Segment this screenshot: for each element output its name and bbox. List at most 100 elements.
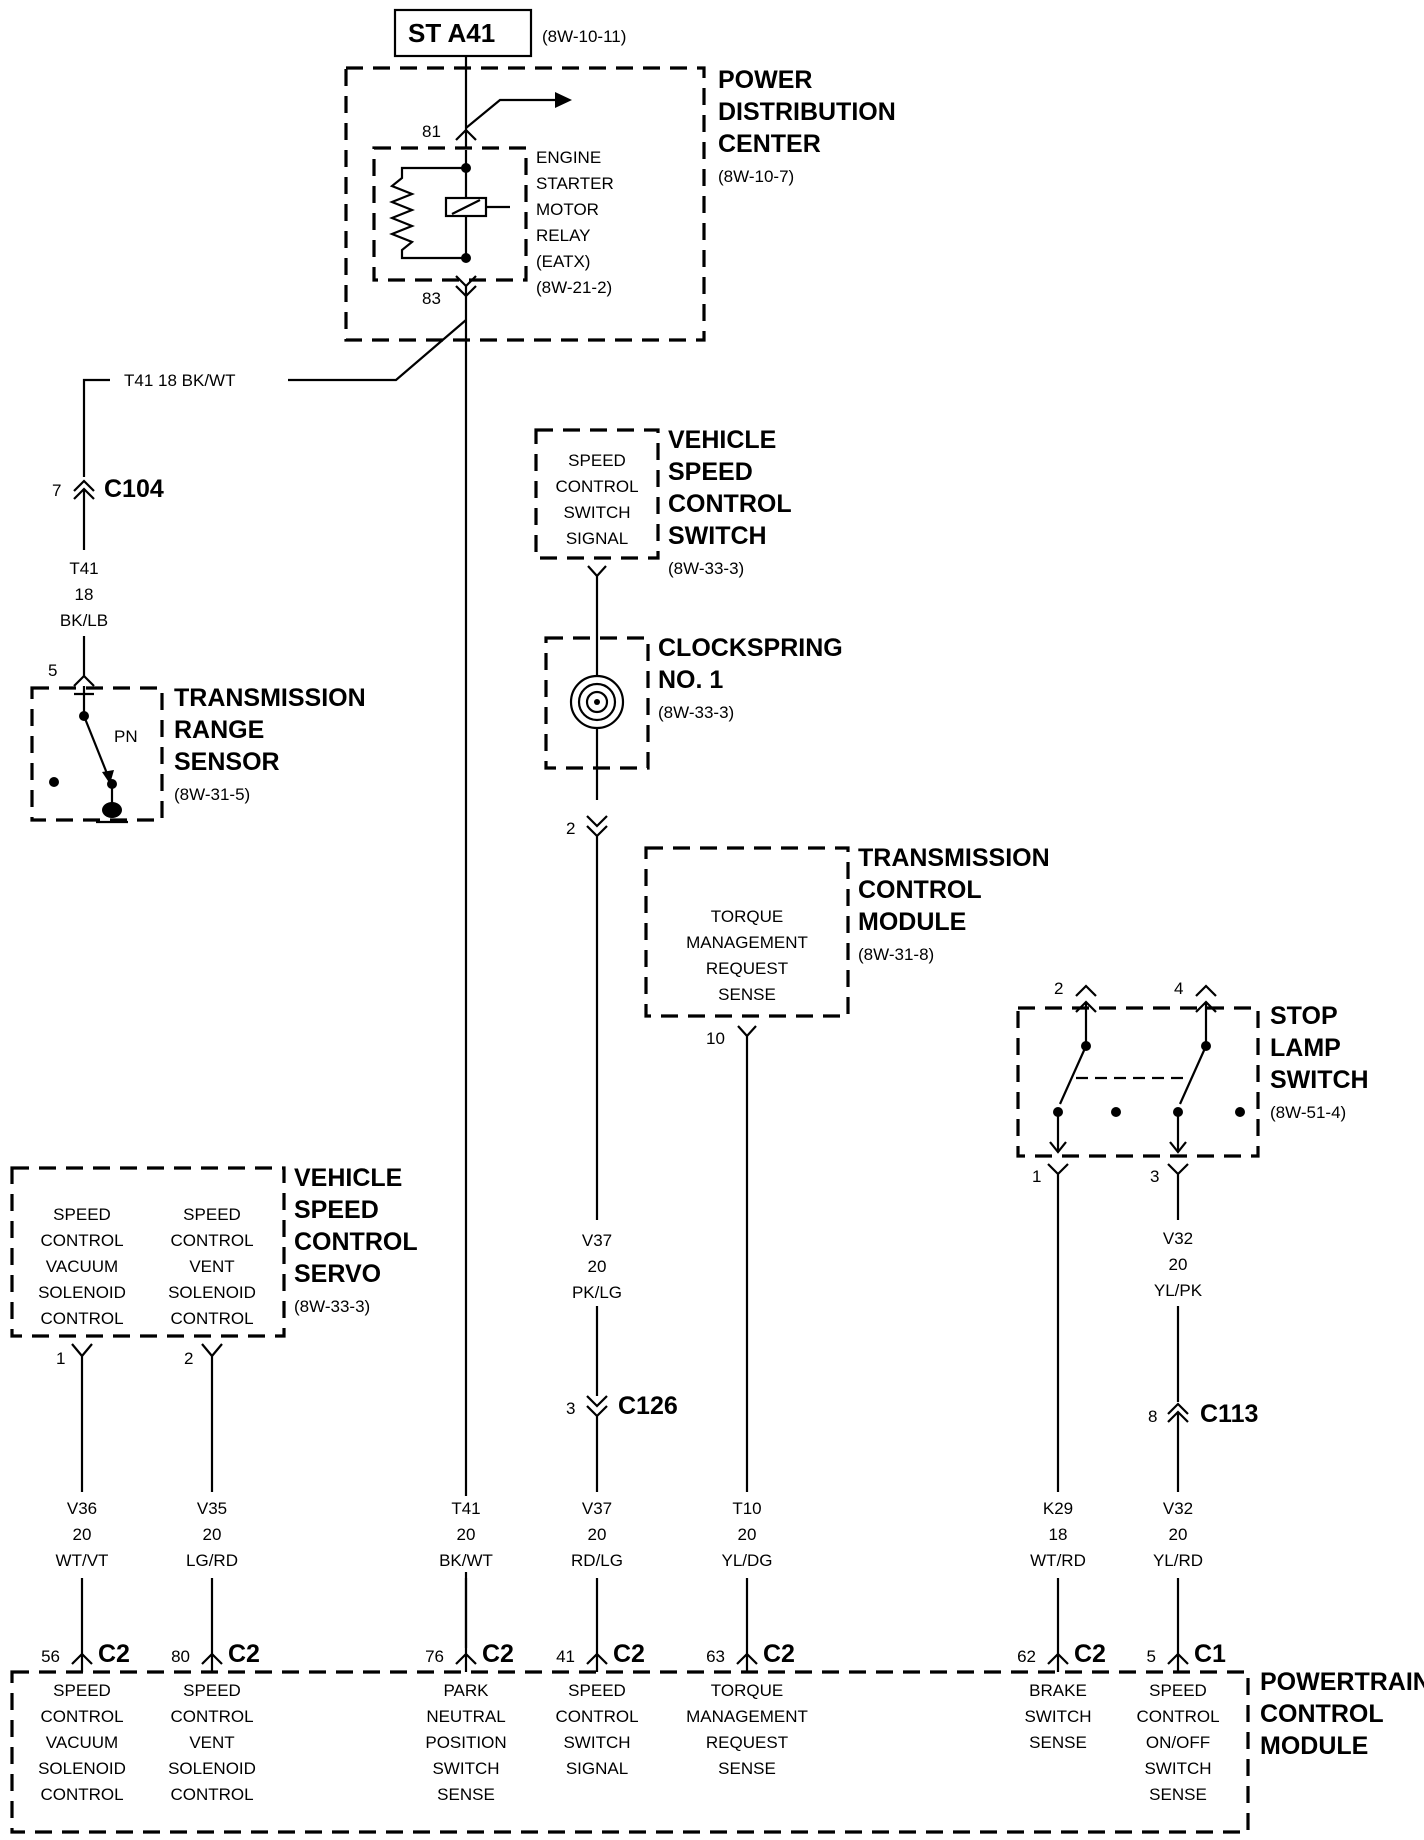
pdc-pin-83: 83 bbox=[422, 289, 441, 308]
svg-text:TRANSMISSION: TRANSMISSION bbox=[174, 684, 366, 712]
trs-switch-icon bbox=[49, 711, 128, 824]
stop-lamp-pin-3-connector-icon bbox=[1167, 1163, 1189, 1220]
pcm-pin-connector-icon bbox=[455, 1578, 477, 1672]
svg-text:YL/PK: YL/PK bbox=[1154, 1281, 1203, 1300]
pcm-connector-name: C2 bbox=[1074, 1640, 1106, 1668]
pcm-pin-connector-icon bbox=[201, 1578, 223, 1672]
svg-text:YL/DG: YL/DG bbox=[721, 1551, 772, 1570]
tcm-content: TORQUE MANAGEMENT REQUEST SENSE bbox=[686, 907, 808, 1004]
svg-text:WT/RD: WT/RD bbox=[1030, 1551, 1086, 1570]
pcm-pin-label-line: PARK bbox=[443, 1681, 489, 1700]
lower-wire-v32: V32 20 YL/RD bbox=[1153, 1499, 1203, 1570]
svg-text:(8W-31-8): (8W-31-8) bbox=[858, 945, 934, 964]
svg-text:CLOCKSPRING: CLOCKSPRING bbox=[658, 634, 843, 662]
svg-text:(8W-33-3): (8W-33-3) bbox=[658, 703, 734, 722]
pcm-pin-connector-icon bbox=[1167, 1578, 1189, 1672]
pcm-pin-label-line: SWITCH bbox=[432, 1759, 499, 1778]
stop-lamp-title: STOP LAMP SWITCH (8W-51-4) bbox=[1270, 1002, 1369, 1122]
vscs-title: VEHICLE SPEED CONTROL SWITCH (8W-33-3) bbox=[668, 426, 792, 578]
svg-text:BK/WT: BK/WT bbox=[439, 1551, 493, 1570]
pcm-connector-name: C1 bbox=[1194, 1640, 1226, 1668]
svg-text:V37: V37 bbox=[582, 1231, 612, 1250]
svg-text:SOLENOID: SOLENOID bbox=[168, 1283, 256, 1302]
pcm-pin-label-line: VACUUM bbox=[46, 1733, 118, 1752]
servo-pin-2-connector-icon bbox=[201, 1343, 223, 1492]
svg-text:K29: K29 bbox=[1043, 1499, 1073, 1518]
pcm-pin-label-line: SENSE bbox=[437, 1785, 495, 1804]
pcm-pin-label-line: NEUTRAL bbox=[426, 1707, 505, 1726]
st-a41-label: ST A41 bbox=[408, 18, 495, 48]
pcm-pin-label-line: SOLENOID bbox=[38, 1759, 126, 1778]
pcm-pin-label-line: SENSE bbox=[718, 1759, 776, 1778]
pcm-pin-number: 41 bbox=[556, 1647, 575, 1666]
pcm-connector-name: C2 bbox=[98, 1640, 130, 1668]
svg-text:18: 18 bbox=[1049, 1525, 1068, 1544]
servo-pin-1-connector-icon bbox=[71, 1343, 93, 1492]
trs-pin: 5 bbox=[48, 661, 57, 680]
tcm-pin: 10 bbox=[706, 1029, 725, 1048]
svg-text:SOLENOID: SOLENOID bbox=[38, 1283, 126, 1302]
servo-boundary bbox=[10, 1166, 286, 1338]
c126-name: C126 bbox=[618, 1392, 678, 1420]
wire-t41-mid-label: T41 18 BK/LB bbox=[60, 559, 108, 630]
svg-text:20: 20 bbox=[203, 1525, 222, 1544]
svg-text:SENSE: SENSE bbox=[718, 985, 776, 1004]
svg-text:SPEED: SPEED bbox=[294, 1196, 379, 1224]
svg-text:V37: V37 bbox=[582, 1499, 612, 1518]
pcm-pin-label-line: ON/OFF bbox=[1146, 1733, 1210, 1752]
svg-text:CONTROL: CONTROL bbox=[294, 1228, 418, 1256]
relay-coil-icon bbox=[389, 150, 510, 263]
svg-text:SPEED: SPEED bbox=[568, 451, 626, 470]
svg-text:V35: V35 bbox=[197, 1499, 227, 1518]
pcm-pin-number: 63 bbox=[706, 1647, 725, 1666]
svg-text:(8W-21-2): (8W-21-2) bbox=[536, 278, 612, 297]
pcm-pin-label-line: CONTROL bbox=[40, 1785, 123, 1804]
lower-wire-k29: K29 18 WT/RD bbox=[1030, 1499, 1086, 1570]
svg-text:POWER: POWER bbox=[718, 66, 812, 94]
pcm-pin-label-line: SWITCH bbox=[1024, 1707, 1091, 1726]
pcm-pin-number: 80 bbox=[171, 1647, 190, 1666]
c104-connector-icon bbox=[73, 479, 95, 550]
c104-pin: 7 bbox=[52, 481, 61, 500]
svg-text:STOP: STOP bbox=[1270, 1002, 1338, 1030]
pcm-title: POWERTRAIN CONTROL MODULE bbox=[1260, 1668, 1424, 1760]
svg-text:ENGINE: ENGINE bbox=[536, 148, 601, 167]
svg-text:SWITCH: SWITCH bbox=[1270, 1066, 1369, 1094]
pcm-pin-label-line: SWITCH bbox=[563, 1733, 630, 1752]
wire-t41-top-label: T41 18 BK/WT bbox=[124, 371, 235, 390]
pcm-pin-label-line: CONTROL bbox=[1136, 1707, 1219, 1726]
lower-wire-v35: V35 20 LG/RD bbox=[186, 1499, 238, 1570]
svg-text:NO. 1: NO. 1 bbox=[658, 666, 723, 694]
tcm-title: TRANSMISSION CONTROL MODULE (8W-31-8) bbox=[858, 844, 1050, 964]
stop-lamp-pin-2: 2 bbox=[1054, 979, 1063, 998]
svg-text:MOTOR: MOTOR bbox=[536, 200, 599, 219]
trs-boundary bbox=[30, 686, 164, 822]
svg-text:RANGE: RANGE bbox=[174, 716, 264, 744]
pcm-pin-label-line: MANAGEMENT bbox=[686, 1707, 808, 1726]
svg-text:CENTER: CENTER bbox=[718, 130, 821, 158]
svg-text:CONTROL: CONTROL bbox=[555, 477, 638, 496]
feed-arrow-head-icon bbox=[555, 92, 572, 108]
svg-text:YL/RD: YL/RD bbox=[1153, 1551, 1203, 1570]
lower-wire-t41: T41 20 BK/WT bbox=[439, 1496, 493, 1572]
c113-pin: 8 bbox=[1148, 1407, 1157, 1426]
pin-81-connector-icon bbox=[455, 56, 477, 148]
svg-text:SPEED: SPEED bbox=[668, 458, 753, 486]
c126-pin: 3 bbox=[566, 1399, 575, 1418]
svg-text:CONTROL: CONTROL bbox=[1260, 1700, 1384, 1728]
pcm-pin-connector-icon bbox=[586, 1578, 608, 1672]
stop-lamp-pin-4-connector-icon bbox=[1195, 984, 1217, 1046]
svg-text:CONTROL: CONTROL bbox=[170, 1309, 253, 1328]
svg-text:RELAY: RELAY bbox=[536, 226, 591, 245]
svg-text:CONTROL: CONTROL bbox=[668, 490, 792, 518]
wire-t41-branch bbox=[82, 319, 467, 477]
pcm-pin-connector-icon bbox=[71, 1578, 93, 1672]
pcm-pin-label-line: SIGNAL bbox=[566, 1759, 628, 1778]
vscs-connector-icon bbox=[587, 565, 607, 640]
svg-text:20: 20 bbox=[73, 1525, 92, 1544]
c104-name: C104 bbox=[104, 475, 164, 503]
svg-text:18: 18 bbox=[75, 585, 94, 604]
